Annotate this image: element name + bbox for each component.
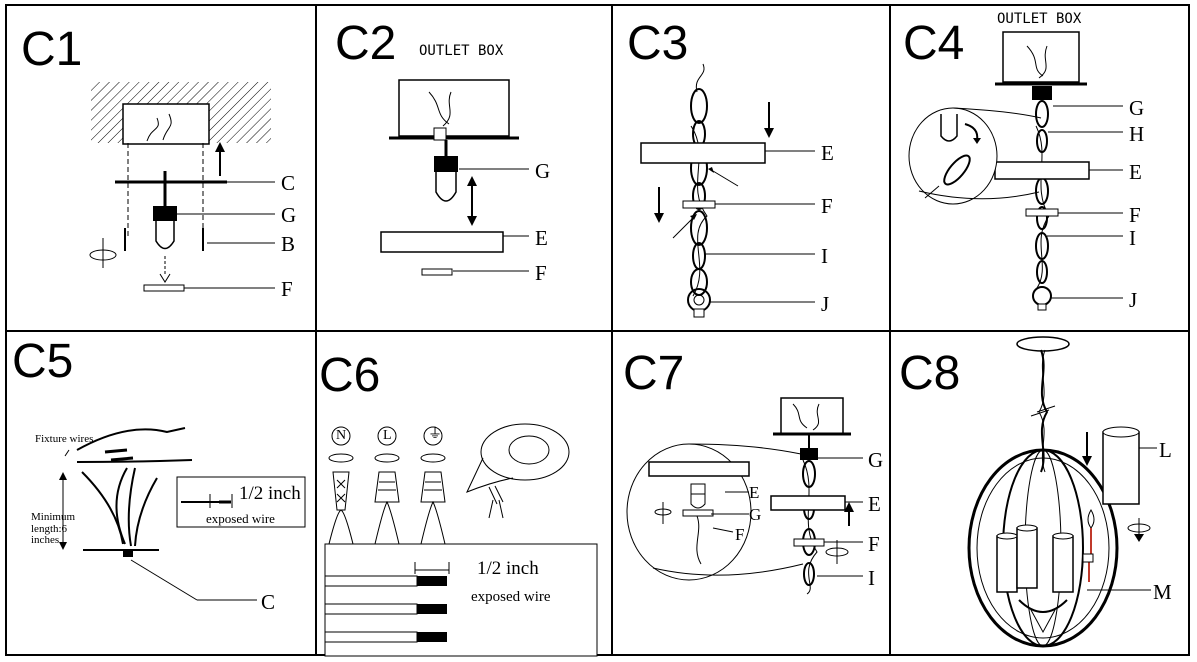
callout-m: M: [1153, 580, 1172, 604]
exposed-wire-label: exposed wire: [471, 589, 551, 605]
callout-c: C: [261, 590, 276, 614]
callout-f: F: [821, 194, 833, 218]
step-number: C3: [627, 17, 689, 70]
wire-connect-drawing: [317, 332, 611, 656]
callout-i: I: [868, 566, 875, 590]
wire-strip-drawing: [59, 332, 315, 656]
step-number: C5: [12, 335, 74, 388]
chain-drawing: [613, 6, 889, 330]
outlet-box-label: OUTLET BOX: [419, 43, 504, 59]
callout-g: G: [868, 448, 884, 472]
canopy-tighten-drawing: [613, 332, 889, 656]
ground-symbol: ⏚: [428, 427, 442, 442]
exposed-wire-label: exposed wire: [206, 511, 275, 526]
panel-c3: C3: [613, 6, 889, 330]
panel-c2: C2 OUTLET BOX G E F: [317, 6, 611, 330]
step-number: C1: [21, 23, 83, 76]
step-number: C7: [623, 347, 685, 400]
live-symbol: L: [383, 428, 392, 443]
callout-b: B: [281, 232, 296, 256]
callout-g: G: [535, 159, 551, 183]
callout-e: E: [1129, 160, 1142, 184]
detail-callout-g: G: [749, 505, 762, 524]
callout-j: J: [1129, 288, 1138, 312]
panel-c8: C8: [891, 332, 1188, 656]
panel-c5: C5 Fixture wires Minimum length:6 inches: [7, 332, 315, 656]
callout-i: I: [1129, 226, 1136, 250]
canopy-drawing: [317, 6, 611, 330]
panel-c1: C1: [7, 6, 315, 330]
step-number: C4: [903, 17, 965, 70]
callout-g: G: [1129, 96, 1145, 120]
callout-e: E: [821, 141, 834, 165]
callout-h: H: [1129, 122, 1145, 146]
half-inch-label: 1/2 inch: [477, 558, 539, 579]
step-number: C8: [899, 347, 961, 400]
callout-f: F: [868, 532, 880, 556]
detail-callout-f: F: [735, 525, 745, 544]
step-number: C2: [335, 17, 397, 70]
callout-g: G: [281, 203, 297, 227]
callout-i: I: [821, 244, 828, 268]
panel-c6: C6: [317, 332, 611, 656]
callout-e: E: [868, 492, 881, 516]
callout-e: E: [535, 226, 548, 250]
outlet-box-label: OUTLET BOX: [997, 11, 1082, 27]
chain-hook-drawing: [891, 6, 1188, 330]
callout-f: F: [1129, 203, 1141, 227]
panel-c4: C4 OUTLET BOX: [891, 6, 1188, 330]
ceiling-mount-drawing: [7, 82, 315, 330]
row-divider: [5, 330, 1190, 332]
step-number: C6: [319, 349, 381, 402]
callout-f: F: [535, 261, 547, 285]
half-inch-label: 1/2 inch: [239, 483, 301, 504]
detail-callout-e: E: [749, 483, 760, 502]
neutral-symbol: N: [336, 428, 347, 443]
fixture-wires-label: Fixture wires: [35, 433, 94, 445]
callout-c: C: [281, 171, 296, 195]
panel-c7: C7: [613, 332, 889, 656]
minimum-length-label: Minimum length:6 inches: [31, 511, 76, 547]
callout-f: F: [281, 277, 293, 301]
fixture-drawing: [891, 332, 1188, 656]
callout-j: J: [821, 292, 830, 316]
callout-l: L: [1159, 438, 1172, 462]
